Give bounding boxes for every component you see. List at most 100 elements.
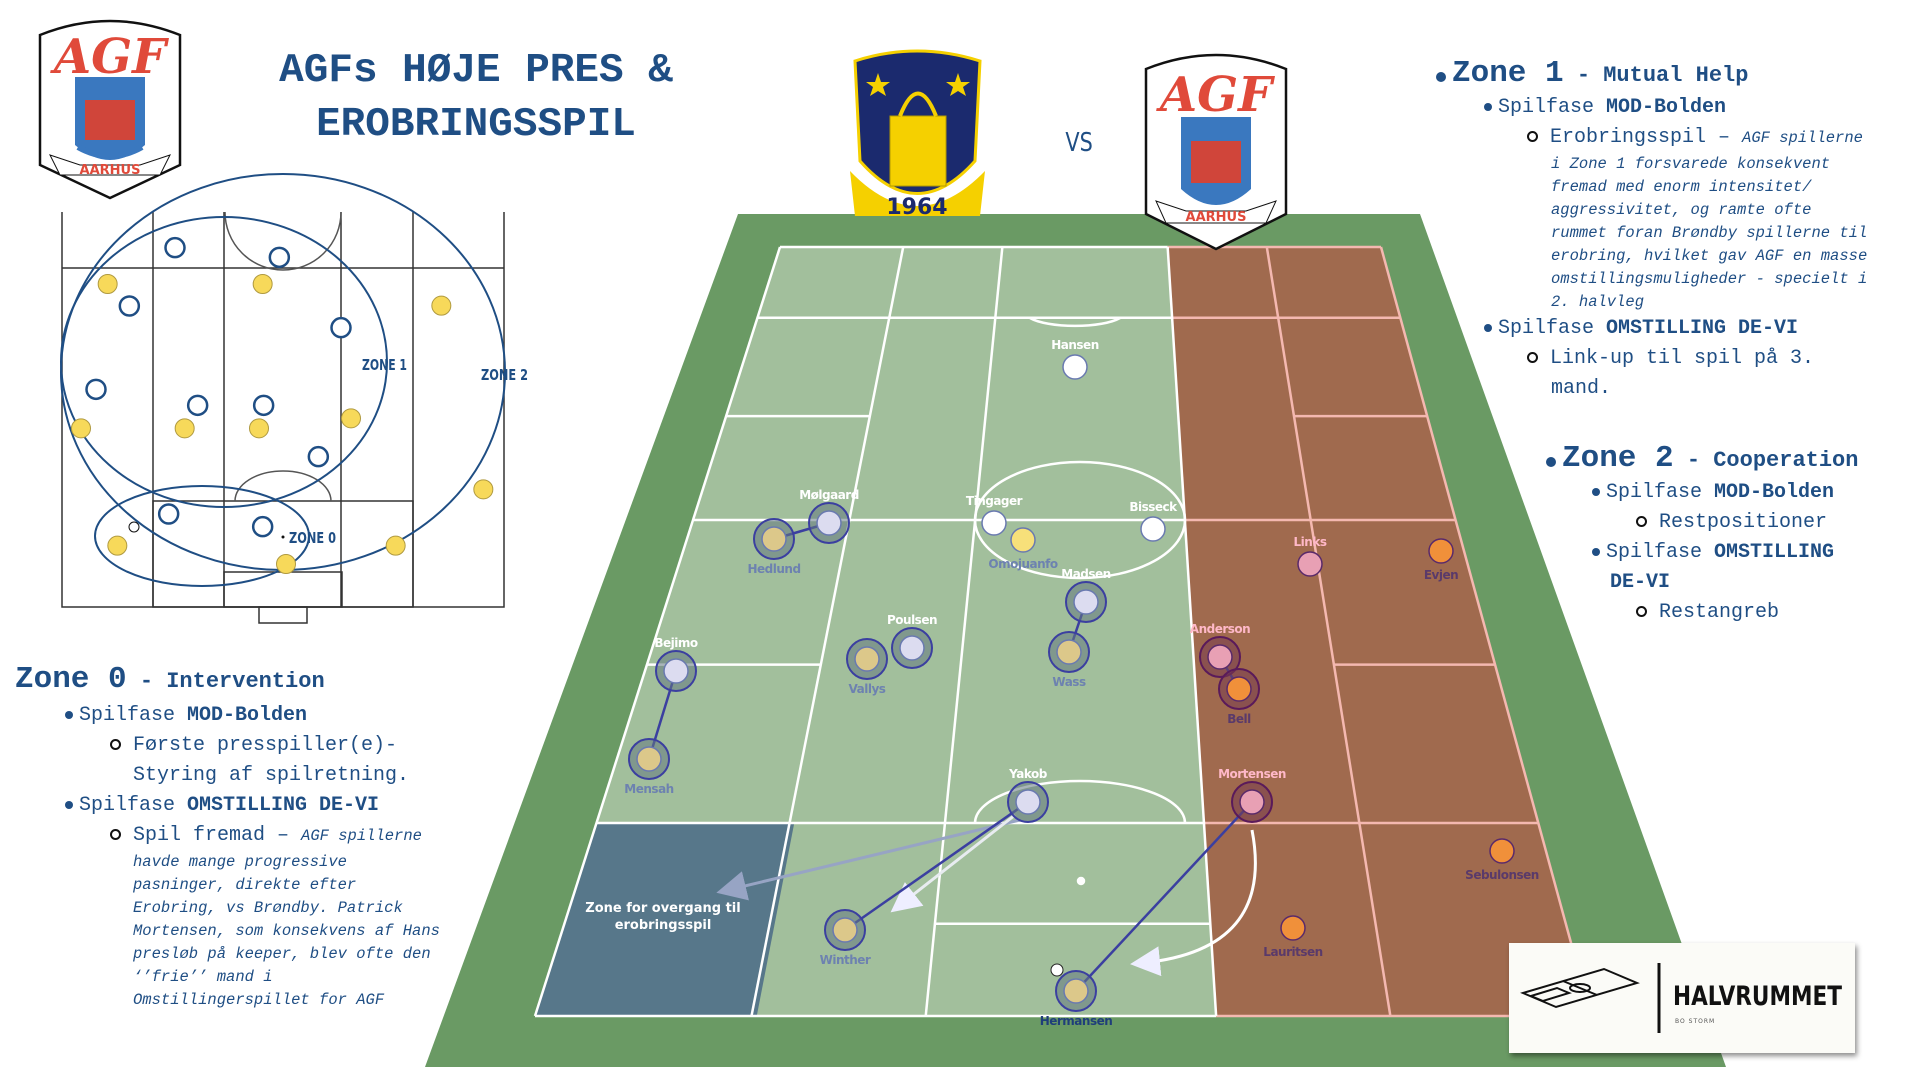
penalty-spot	[1076, 876, 1086, 886]
agf-player-marker	[85, 378, 107, 401]
player-madsen[interactable]: Madsen	[1061, 567, 1111, 623]
agf-player-marker	[252, 394, 275, 417]
agf-logo-left: AGF AARHUS	[38, 19, 182, 200]
zone2-label: ZONE 2	[481, 366, 528, 384]
brondby-player-marker	[431, 295, 452, 316]
ball-icon	[1050, 963, 1064, 977]
page-title: AGFs HØJE PRES & EROBRINGSSPIL	[226, 44, 726, 152]
player-name: Hansen	[1051, 338, 1099, 352]
player-name: Mølgaard	[799, 488, 859, 502]
agf-player-marker	[307, 445, 330, 468]
player-hansen[interactable]: Hansen	[1051, 338, 1099, 380]
bullet-icon	[65, 800, 73, 809]
player-marker	[816, 510, 842, 536]
item-text: Erobringsspil –	[1550, 126, 1743, 149]
player-marker	[1297, 551, 1323, 577]
player-tingager[interactable]: Tingager	[966, 494, 1023, 536]
player-hermansen[interactable]: Hermansen	[1040, 970, 1113, 1028]
player-marker	[663, 658, 689, 684]
zone0-heading: Zone 0	[15, 662, 127, 697]
player-name: Bisseck	[1129, 500, 1178, 514]
player-name: Mortensen	[1218, 767, 1286, 781]
bullet-icon	[1592, 547, 1600, 556]
top-arc	[1029, 316, 1121, 328]
player-marker	[1010, 527, 1036, 553]
player-marker	[1226, 676, 1252, 702]
player-poulsen[interactable]: Poulsen	[887, 613, 938, 669]
description-line: Erobring, vs Brøndby. Patrick	[133, 899, 403, 917]
player-marker	[1140, 516, 1166, 542]
player-hedlund[interactable]: Hedlund	[747, 518, 801, 576]
brondby-player-marker	[249, 418, 269, 439]
agf-player-marker	[164, 236, 186, 259]
description-line: ‘’frie’’ mand i	[133, 968, 273, 986]
sub-bullet-icon	[1636, 516, 1647, 528]
bullet-icon	[1484, 323, 1492, 332]
zone0-ellipse	[94, 485, 310, 587]
player-name: Sebulonsen	[1465, 868, 1539, 882]
agf-player-marker	[118, 295, 141, 317]
bullet-icon	[1436, 71, 1446, 82]
agf-logo-right: AGF AARHUS	[1144, 53, 1288, 251]
brondby-player-marker	[276, 554, 296, 574]
phase-prefix: Spilfase	[1498, 96, 1607, 119]
player-links[interactable]: Links	[1294, 535, 1327, 577]
player-marker	[636, 746, 662, 772]
player-mortensen[interactable]: Mortensen	[1218, 767, 1286, 823]
player-evjen[interactable]: Evjen	[1424, 538, 1459, 582]
agf-player-marker	[268, 246, 291, 269]
vs-label: VS	[1065, 128, 1093, 158]
player-name: Hedlund	[747, 562, 800, 576]
player-bejimo[interactable]: Bejimo	[654, 636, 698, 692]
player-anderson[interactable]: Anderson	[1190, 622, 1251, 678]
brand-sub: BO STORM	[1675, 1018, 1716, 1025]
agf-player-marker	[330, 316, 352, 339]
player-wass[interactable]: Wass	[1048, 631, 1090, 689]
bullet-icon	[65, 710, 73, 719]
description-line: rummet foran Brøndby spillerne til	[1551, 224, 1868, 242]
agf-player-marker	[186, 394, 209, 417]
player-marker	[1428, 538, 1454, 564]
player-sebulonsen[interactable]: Sebulonsen	[1465, 838, 1539, 882]
phase-name: OMSTILLING	[1714, 541, 1835, 564]
brondby-player-marker	[252, 274, 273, 294]
agf-logo-text: AGF	[50, 29, 169, 85]
player-yakob[interactable]: Yakob	[1007, 767, 1049, 823]
run-arrow	[1130, 829, 1257, 977]
player-bisseck[interactable]: Bisseck	[1129, 500, 1179, 542]
description-line: aggressivitet, og ramte ofte	[1551, 201, 1812, 219]
player-omojuanfo[interactable]: Omojuanfo	[988, 527, 1058, 571]
player-bell[interactable]: Bell	[1218, 668, 1260, 726]
sub-bullet-icon	[1636, 606, 1647, 618]
phase-prefix: Spilfase	[79, 794, 188, 817]
item-text: Første presspiller(e)-	[133, 734, 398, 757]
player-winther[interactable]: Winther	[820, 909, 871, 967]
item-text: mand.	[1551, 377, 1612, 400]
penalty-arc	[973, 779, 1187, 824]
player-mensah[interactable]: Mensah	[624, 738, 674, 796]
player-name: Mensah	[624, 782, 673, 796]
phase-prefix: Spilfase	[1606, 481, 1715, 504]
halvrummet-logo: HALVRUMMET BO STORM	[1509, 943, 1855, 1053]
player-marker	[899, 635, 925, 661]
player-mølgaard[interactable]: Mølgaard	[799, 488, 859, 544]
item-text: Restpositioner	[1659, 511, 1828, 534]
player-marker	[1073, 589, 1099, 615]
player-marker	[761, 526, 787, 552]
sub-bullet-icon	[110, 829, 121, 841]
phase-prefix: Spilfase	[1606, 541, 1715, 564]
player-vallys[interactable]: Vallys	[846, 638, 888, 696]
item-text: Link-up til spil på 3.	[1550, 347, 1815, 370]
zone0-label: ZONE 0	[289, 529, 336, 547]
player-name: Omojuanfo	[988, 557, 1057, 571]
pass-line	[1075, 801, 1253, 992]
phase-name: MOD-Bolden	[1606, 96, 1727, 119]
zone0-subtitle: - Intervention	[126, 669, 325, 694]
player-lauritsen[interactable]: Lauritsen	[1263, 915, 1323, 959]
bullet-icon	[1546, 456, 1556, 467]
phase-name: OMSTILLING DE-VI	[187, 794, 380, 817]
ball-icon	[128, 521, 140, 533]
player-name: Vallys	[849, 682, 886, 696]
player-marker	[1239, 789, 1265, 815]
